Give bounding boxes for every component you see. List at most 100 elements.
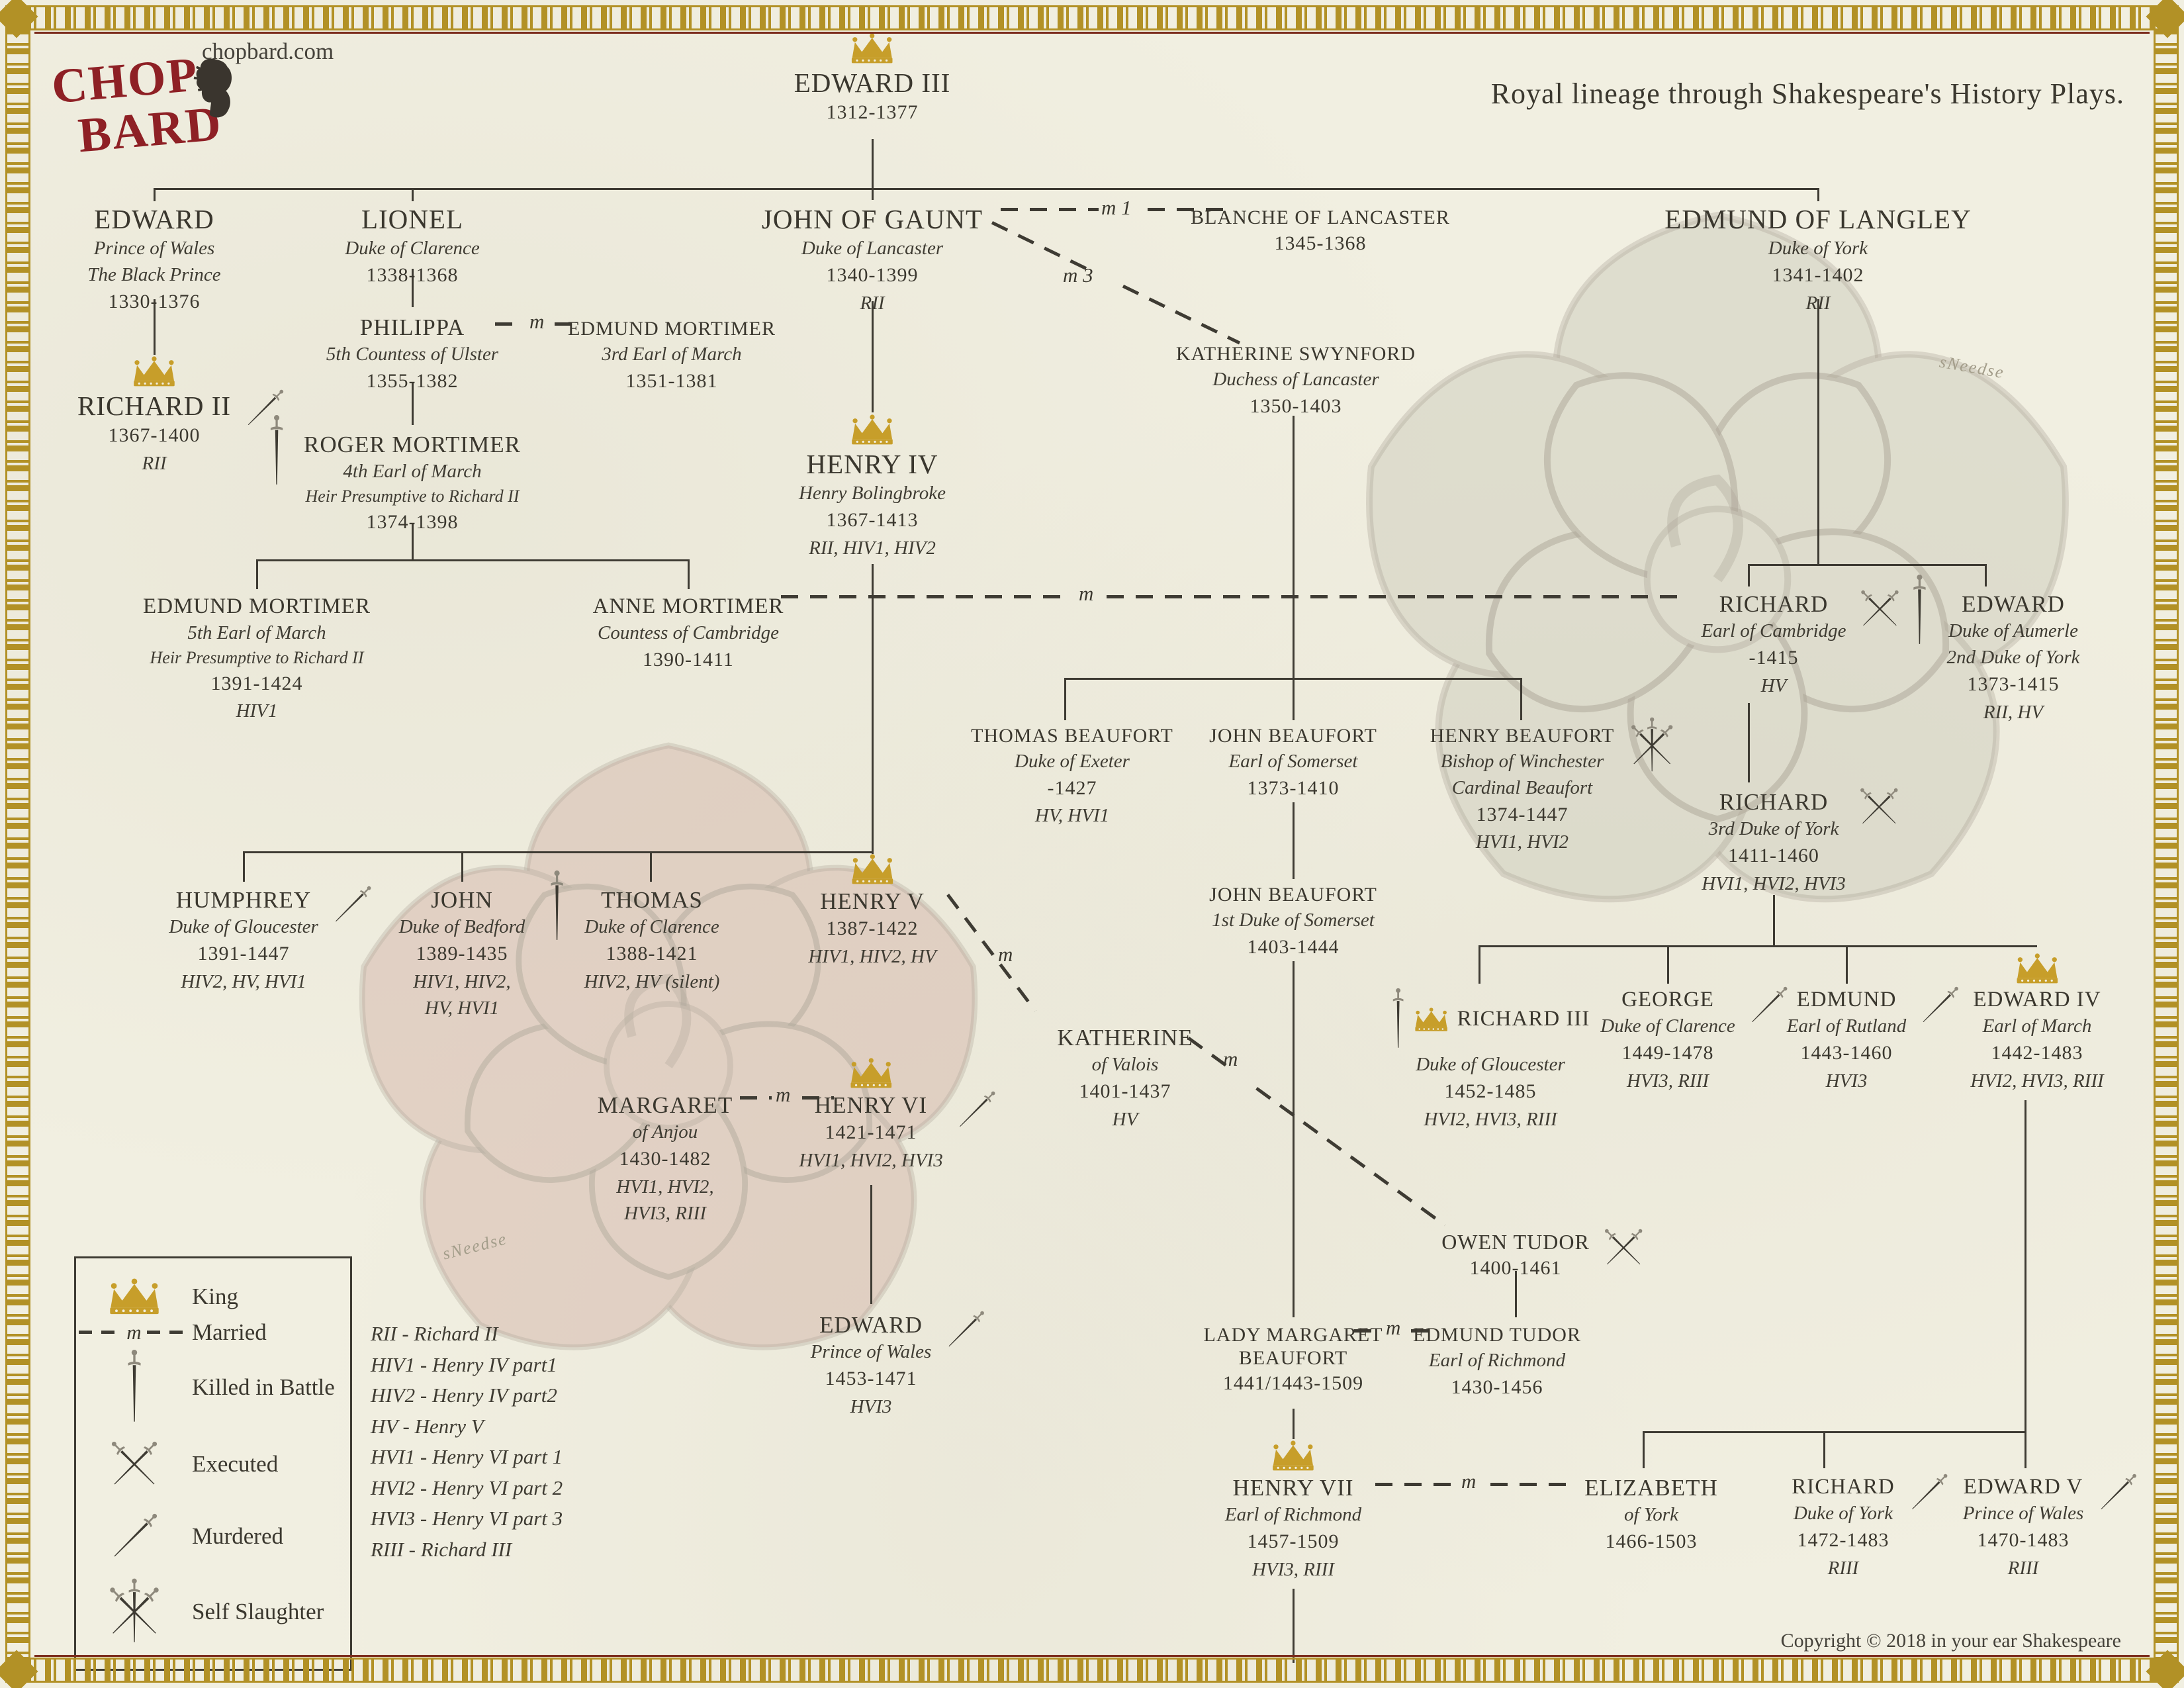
person-plays: HV [1112,1108,1138,1130]
person-dates: 1367-1413 [826,509,919,532]
marriage-line [495,322,523,326]
person-title: of Valois [1091,1054,1159,1076]
executed-icon [1852,581,1909,637]
descent-line [1293,961,1295,1317]
person-dates: 1403-1444 [1247,935,1340,958]
killed-in-battle-icon [268,414,285,489]
descent-line [1293,1589,1295,1663]
person-plays: HIV2, HV (silent) [584,970,720,992]
person-dates: 1338-1368 [366,264,459,287]
person-name: JOHN OF GAUNT [761,204,983,234]
person-dates: 1390-1411 [643,648,734,671]
legend-label: King [192,1284,238,1309]
abbrev-line: HIV1 - Henry IV part1 [371,1352,557,1376]
person-dates: 1466-1503 [1605,1530,1698,1553]
person-title: 5th Earl of March [187,622,326,643]
descent-line [1293,1409,1295,1439]
person-name: EDMUND OF LANGLEY [1664,204,1972,234]
marriage-label: m [1223,1047,1238,1070]
person-dates: 1452-1485 [1444,1080,1537,1103]
person-plays: HIV1, HIV2, HV [808,945,936,967]
person-title: Duke of Lancaster [801,238,944,259]
executed-icon [1595,1219,1652,1276]
person-name: HENRY VII [1232,1475,1354,1501]
person-dates: 1355-1382 [366,370,459,393]
marriage-label: m 3 [1063,263,1093,287]
person-richard-3rd-duke-of-york: RICHARD 3rd Duke of York 1411-1460 HVI1,… [1702,789,1845,897]
person-richard-duke-of-york: RICHARD Duke of York 1472-1483 RIII [1792,1475,1895,1581]
marriage-line [1001,208,1099,211]
legend-box: King m Married Killed in Battle Executed… [74,1256,352,1671]
person-owen-tudor: OWEN TUDOR 1400-1461 [1441,1230,1590,1282]
marriage-line [1490,1483,1576,1486]
person-plays: HV, HVI1 [1034,805,1110,827]
person-anne-mortimer: ANNE MORTIMER Countess of Cambridge 1390… [593,594,784,675]
person-name: KATHERINE [1057,1025,1193,1051]
killed-in-battle-icon [126,1349,143,1426]
marriage-line [1122,285,1241,345]
person-title: Heir Presumptive to Richard II [305,487,520,506]
person-dates: 1391-1424 [210,672,303,694]
person-title: Earl of Rutland [1786,1015,1907,1037]
person-dates: 1411-1460 [1728,845,1819,867]
murdered-icon [1900,1464,1957,1521]
killed-in-battle-icon [549,870,566,944]
king-crown-icon [1269,1440,1318,1472]
descent-line [412,269,414,307]
person-dates: -1427 [1047,776,1097,799]
person-edward-black-prince: EDWARD Prince of Wales The Black Prince … [87,204,220,316]
person-plays: HIV1 [236,700,278,722]
person-plays: RIII [1827,1557,1859,1579]
marriage-line [1411,1329,1435,1333]
person-title: Earl of Richmond [1428,1349,1566,1371]
person-edward-iii: EDWARD III 1312-1377 [794,68,951,127]
person-dates: 1345-1368 [1274,232,1367,254]
person-richard-ii: RICHARD II 1367-1400 RII [77,391,231,477]
person-name: RICHARD [1719,789,1829,815]
legend-label: Self Slaughter [192,1598,324,1624]
person-title: 4th Earl of March [343,461,482,483]
person-dates: 1374-1398 [366,511,459,534]
descent-line [243,851,245,882]
person-name: BLANCHE OF LANCASTER [1191,207,1450,228]
person-plays: HVI1, HVI2 [1475,831,1569,853]
murdered-icon [1911,977,1968,1034]
bard-head-icon [189,56,240,124]
person-dates: 1389-1435 [416,943,508,965]
marriage-label: m [998,943,1013,966]
king-crown-icon [848,854,897,885]
person-john-beaufort-somerset: JOHN BEAUFORT Earl of Somerset 1373-1410 [1209,725,1377,802]
person-title: 3rd Earl of March [602,343,742,365]
person-title: Duke of York [1768,238,1868,259]
person-edward-v: EDWARD V Prince of Wales 1470-1483 RIII [1963,1475,2084,1581]
legend-item-killed: Killed in Battle [76,1349,350,1426]
marriage-label: m [529,310,545,333]
frame-redline-bottom [34,1655,2150,1657]
killed-in-battle-icon [1391,988,1406,1051]
person-title: Heir Presumptive to Richard II [150,647,364,667]
king-crown-icon [2013,953,2062,984]
person-title: 2nd Duke of York [1946,647,2080,669]
person-plays: HV, HVI1 [424,997,500,1019]
person-dates: -1415 [1749,647,1799,669]
descent-line [412,523,414,559]
person-name: ROGER MORTIMER [304,432,521,457]
play-abbreviation-key: RII - Richard II HIV1 - Henry IV part1 H… [371,1319,563,1565]
person-plays: HIV2, HV, HVI1 [181,970,306,992]
person-title: Duke of Clarence [1600,1015,1735,1037]
descent-line [1823,1431,1825,1468]
person-name: OWEN TUDOR [1441,1230,1590,1254]
person-margaret-of-anjou: MARGARET of Anjou 1430-1482 HVI1, HVI2, … [598,1092,733,1227]
person-dates: 1373-1410 [1247,776,1340,799]
frame-border-left [5,5,30,1683]
person-dates: 1387-1422 [826,917,919,940]
person-plays: HVI1, HVI2, HVI3 [799,1149,943,1171]
person-roger-mortimer: ROGER MORTIMER 4th Earl of March Heir Pr… [304,432,521,537]
person-title: Prince of Wales [1962,1502,2084,1524]
person-katherine-swynford: KATHERINE SWYNFORD Duchess of Lancaster … [1176,343,1416,420]
murdered-icon [100,1502,169,1571]
person-name: MARGARET [597,1092,733,1118]
person-plays: HVI3 [1825,1070,1868,1092]
person-edmund-of-langley: EDMUND OF LANGLEY Duke of York 1341-1402… [1664,204,1971,316]
